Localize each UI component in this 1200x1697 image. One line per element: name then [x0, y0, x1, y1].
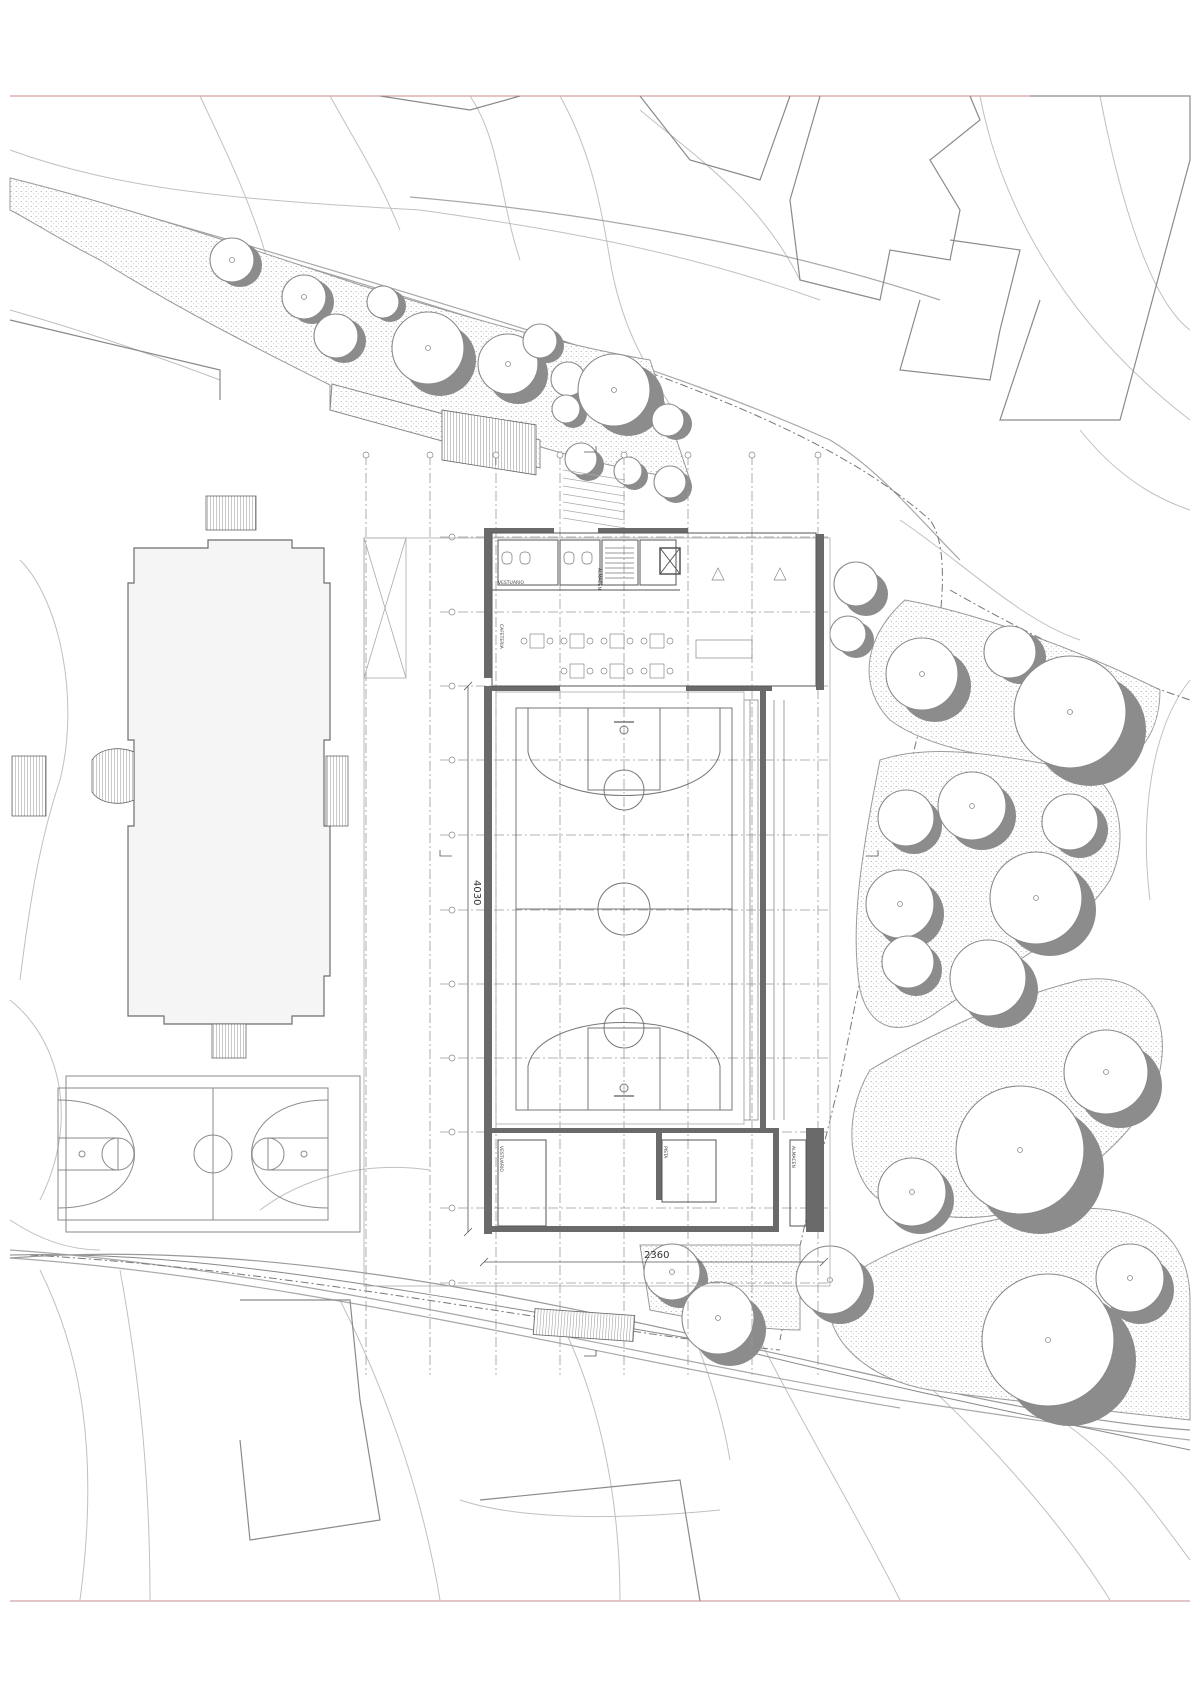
outdoor-court	[57, 1075, 361, 1233]
site-outline	[363, 537, 831, 1287]
sheet-border	[10, 95, 1190, 1602]
existing-school-building	[11, 495, 349, 1059]
trees	[209, 237, 1174, 1426]
room-label-4: CAFETERIA	[498, 624, 504, 650]
neighbour-buildings	[9, 95, 1191, 1602]
room-label-1: VESTUARIO	[498, 580, 524, 586]
length-dimension-label: 4030	[471, 880, 482, 905]
room-label-2: ALMACEN	[596, 568, 602, 590]
indoor-court	[495, 691, 745, 1125]
room-label-6: ALMACEN	[790, 1146, 796, 1168]
dimension-labels: 4030 2360	[471, 880, 669, 1261]
room-label-3: VESTUARIO	[498, 1146, 504, 1172]
dimension-lines	[439, 446, 879, 1357]
topographic-contours	[9, 95, 1191, 1601]
gymnasium-building	[484, 528, 824, 1234]
room-labels: VESTUARIO ALMACEN VESTUARIO CAFETERIA PI…	[498, 568, 796, 1172]
grid-markers	[362, 451, 822, 1287]
bottom-stairs	[532, 1308, 636, 1342]
width-dimension-label: 2360	[644, 1250, 669, 1261]
room-label-5: PISTA	[662, 1146, 668, 1159]
access-ramp	[329, 383, 626, 529]
